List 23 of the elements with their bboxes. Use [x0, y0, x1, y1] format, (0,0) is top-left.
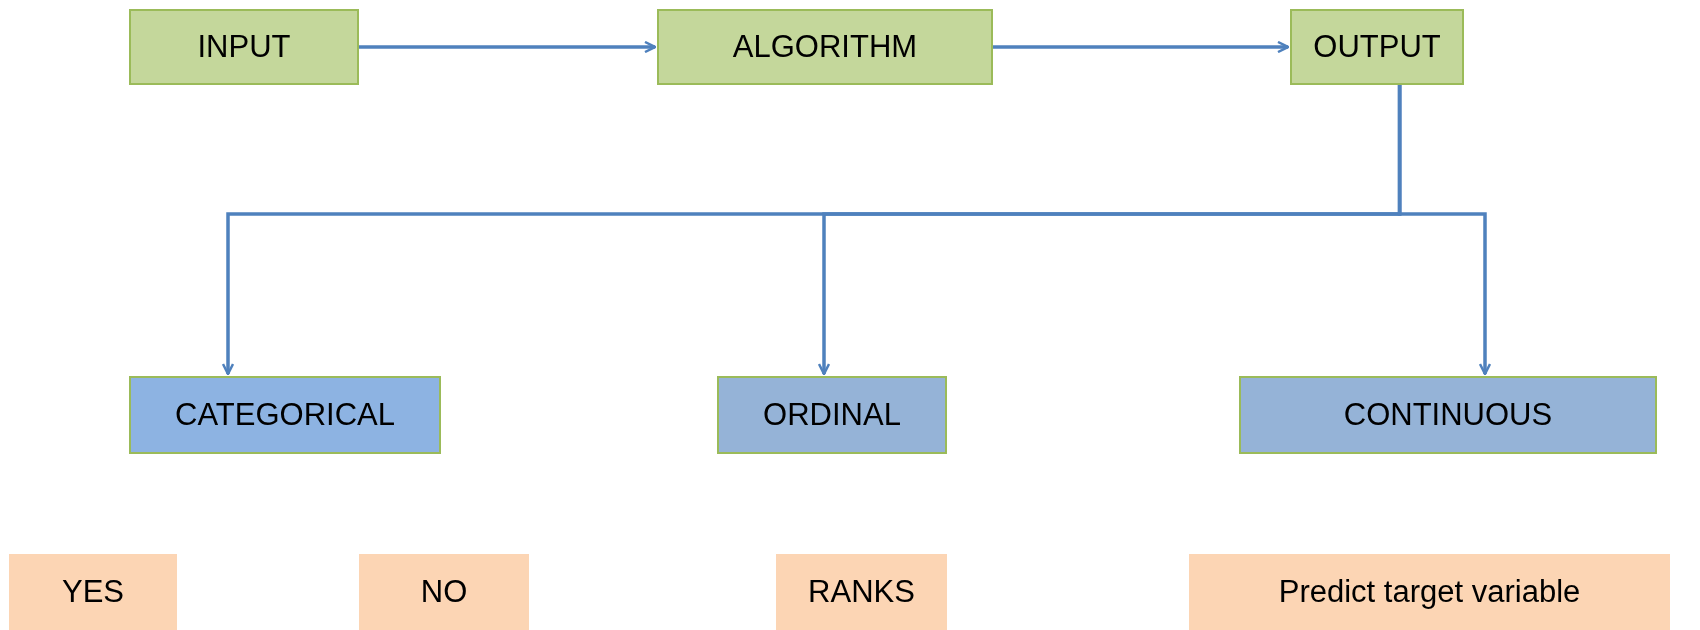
- process-box: [129, 376, 441, 454]
- box-label: YES: [62, 574, 124, 610]
- arrow: [359, 40, 657, 54]
- answer-box: [9, 554, 177, 630]
- answer-box: [359, 554, 529, 630]
- box-label: Predict target variable: [1278, 574, 1581, 610]
- box-label: ORDINAL: [763, 397, 901, 433]
- process-box: [657, 9, 993, 85]
- process-box: [129, 9, 359, 85]
- box-label: CONTINUOUS: [1343, 397, 1553, 433]
- box-label: RANKS: [808, 574, 915, 610]
- box-label: INPUT: [197, 29, 291, 65]
- process-box: [717, 376, 947, 454]
- box-label: CATEGORICAL: [175, 397, 395, 433]
- arrow: [993, 40, 1290, 54]
- process-box: [1290, 9, 1464, 85]
- box-label: ALGORITHM: [732, 29, 918, 65]
- answer-box: [776, 554, 947, 630]
- arrow: [1397, 85, 1492, 376]
- process-box: [1239, 376, 1657, 454]
- box-label: OUTPUT: [1313, 29, 1441, 65]
- answer-box: [1189, 554, 1670, 630]
- box-label: NO: [420, 574, 468, 610]
